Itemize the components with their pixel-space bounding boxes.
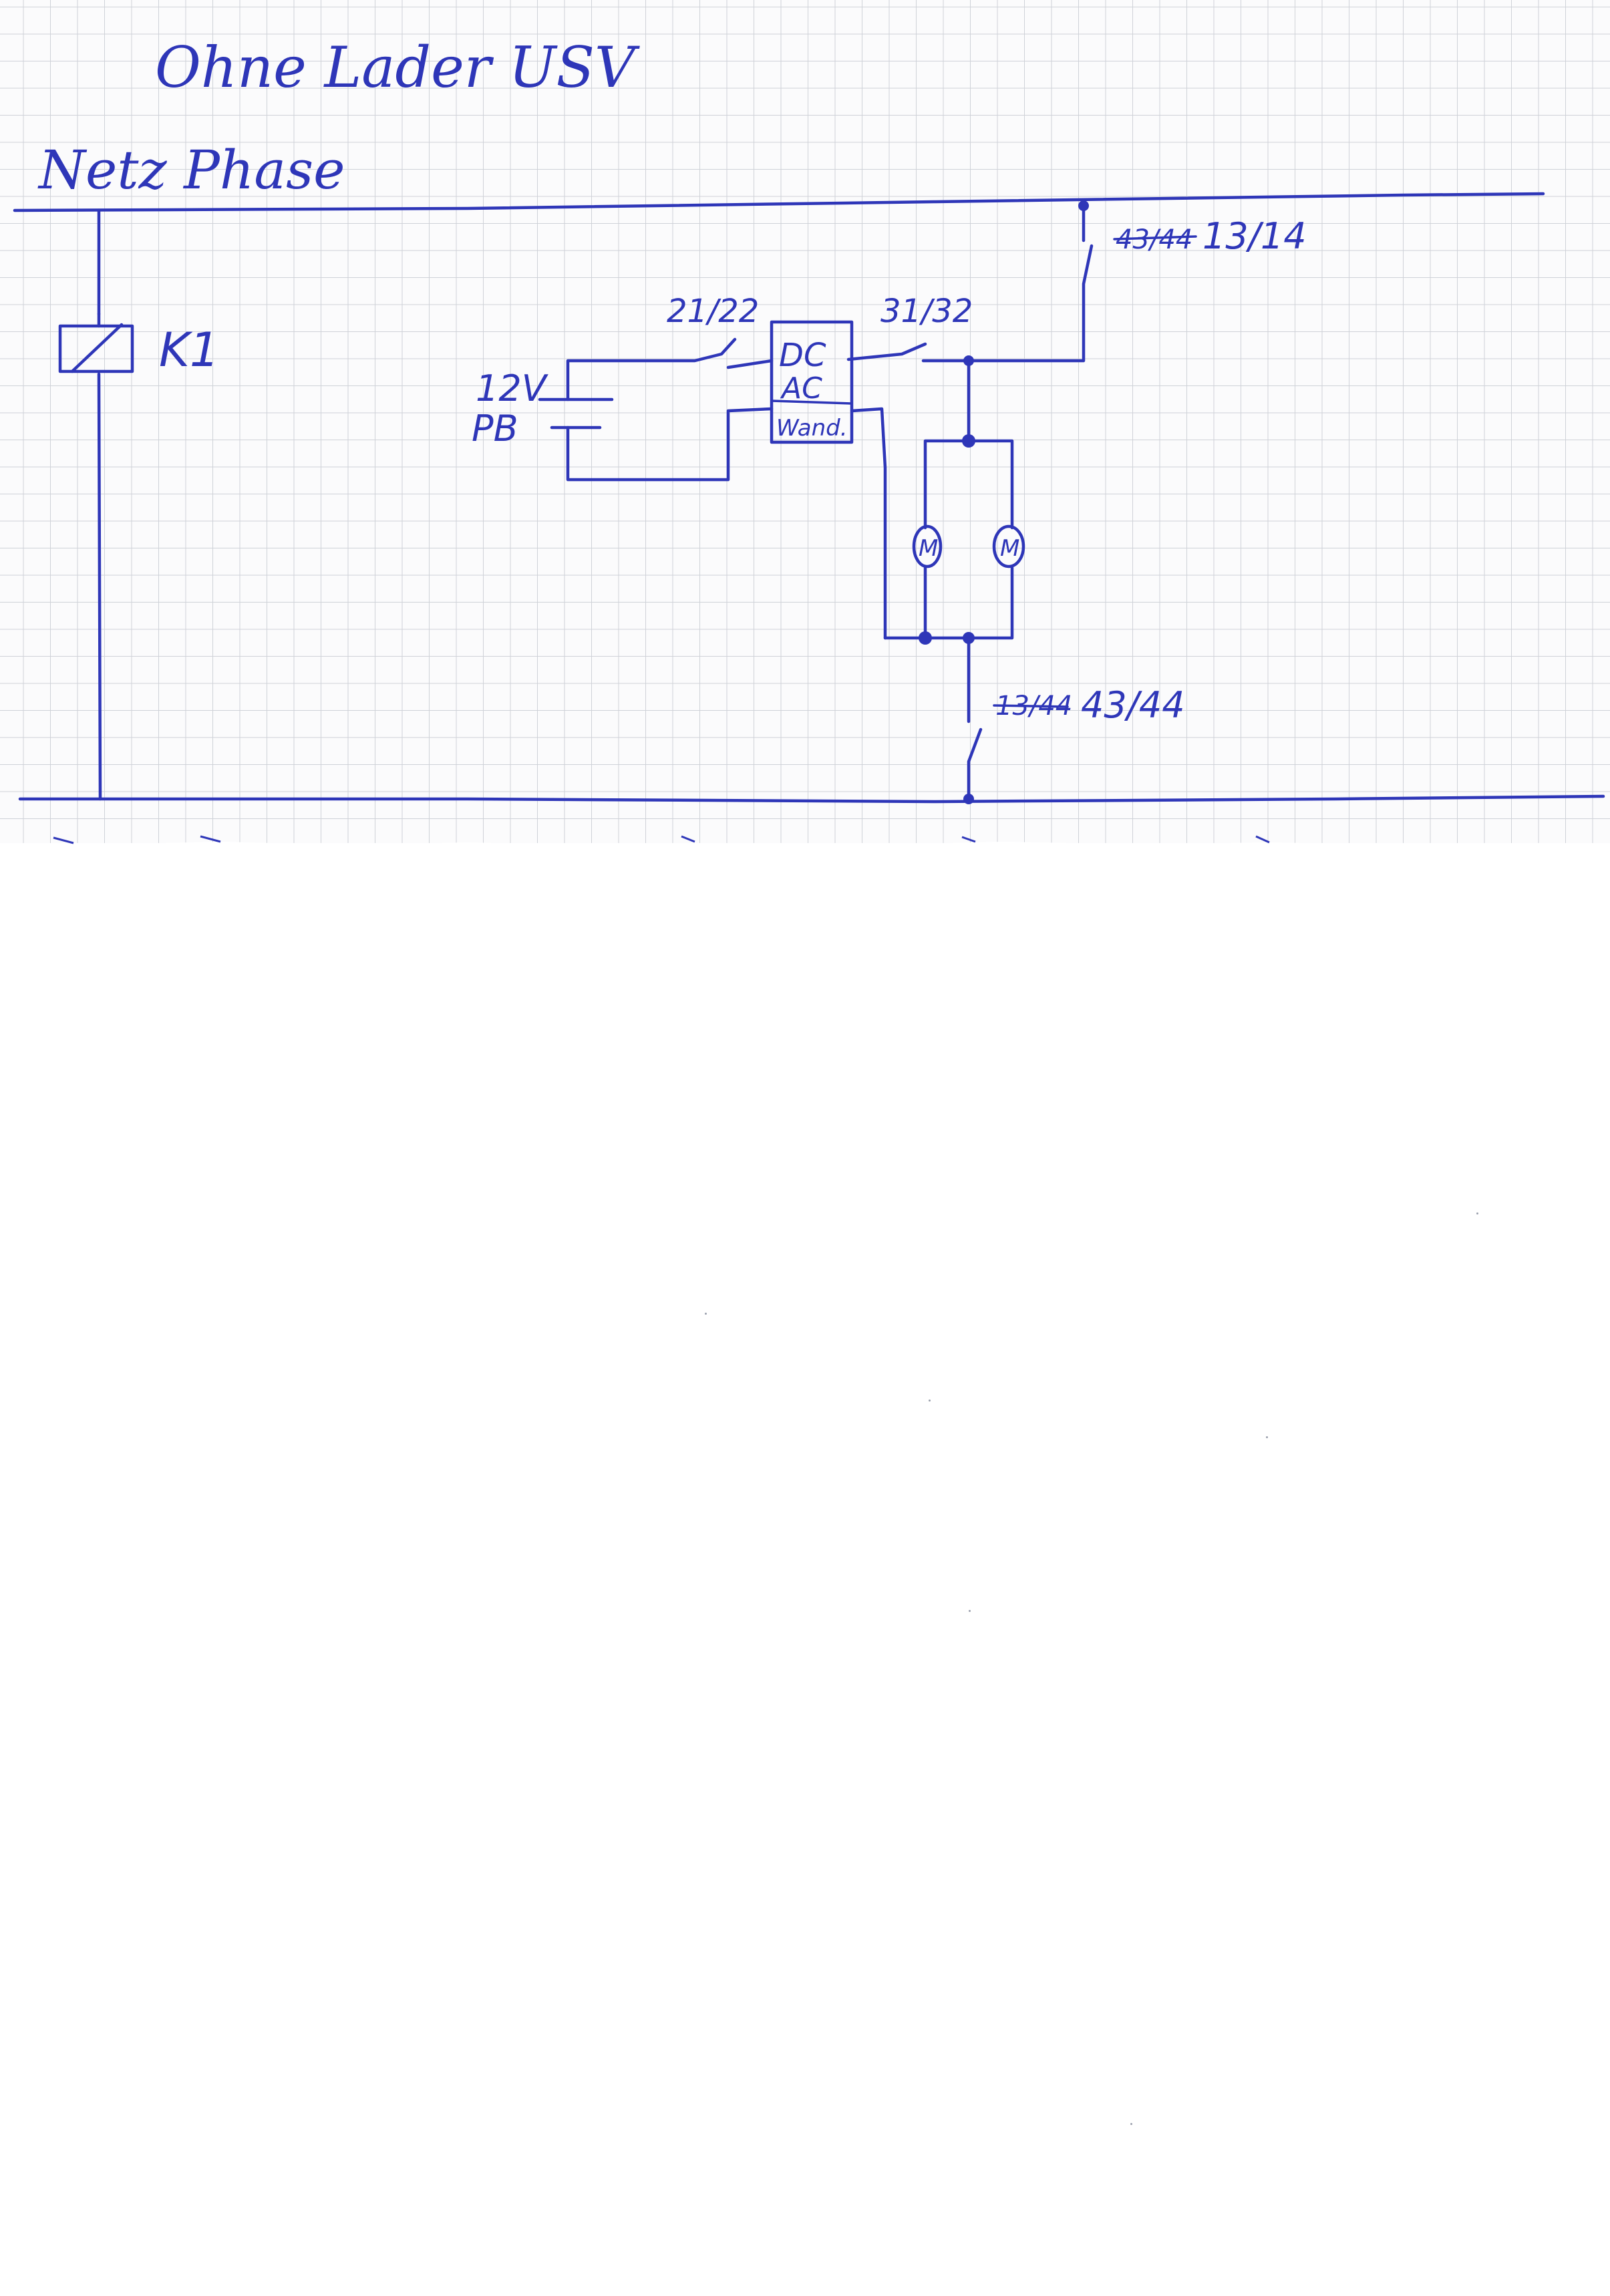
relay-label: K1 <box>159 323 219 377</box>
svg-text:Wand.: Wand. <box>776 415 848 442</box>
contact-4344-wire <box>967 636 983 801</box>
paper-speck <box>1266 1436 1268 1438</box>
graph-paper-sheet <box>0 0 1610 843</box>
paper-speck <box>969 1610 971 1612</box>
paper-speck <box>929 1400 931 1402</box>
contact-1314-wire <box>967 204 1094 363</box>
battery-voltage-label: 12V <box>476 367 549 409</box>
paper-speck <box>1130 2123 1132 2125</box>
relay-branch-wire <box>97 208 102 801</box>
relay-coil-k1 <box>58 312 134 373</box>
svg-text:M: M <box>919 535 938 562</box>
converter-output-wire <box>850 407 887 640</box>
contact-1314-label: 13/14 <box>1202 215 1307 257</box>
svg-text:AC: AC <box>780 371 822 405</box>
svg-text:M: M <box>1000 535 1019 562</box>
diagram-title: Ohne Lader USV <box>155 35 640 100</box>
contact-2122-label: 21/22 <box>667 293 759 330</box>
motor-2: M <box>992 524 1025 568</box>
contact-3132-label: 31/32 <box>880 293 973 330</box>
dc-ac-converter: DC AC Wand. <box>770 320 854 444</box>
contact-4344-label: 43/44 <box>1081 684 1185 726</box>
bottom-rail-line <box>18 794 1605 804</box>
circuit-diagram: Ohne Lader USV Netz Phase K1 43/44 13/14… <box>13 35 1605 804</box>
paper-speck <box>1476 1212 1478 1214</box>
top-rail-line <box>13 192 1545 212</box>
battery-type-label: PB <box>472 407 518 450</box>
battery-return-wire <box>566 407 774 482</box>
paper-speck <box>705 1313 707 1315</box>
contact-2122-wire <box>566 337 774 401</box>
motor-branch-wire <box>883 439 1014 640</box>
battery-12v-pb <box>538 397 614 430</box>
svg-text:DC: DC <box>779 337 826 374</box>
top-rail-label: Netz Phase <box>37 139 345 201</box>
motor-1: M <box>912 524 943 568</box>
contact-3132-wire <box>846 342 971 363</box>
torn-edge <box>0 835 1610 855</box>
